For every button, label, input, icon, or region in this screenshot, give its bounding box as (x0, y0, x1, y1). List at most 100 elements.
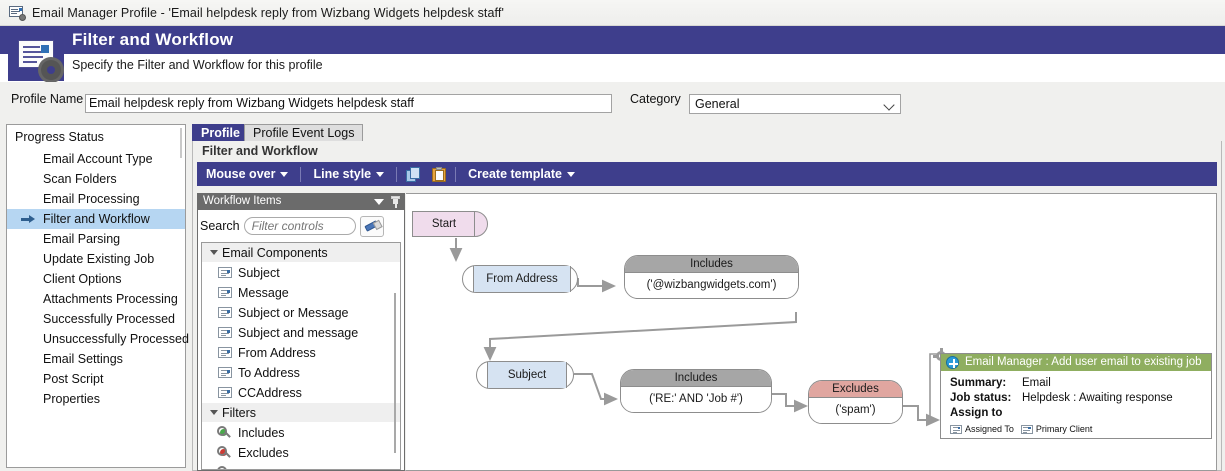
sidebar-item-label: Properties (43, 392, 100, 406)
sidebar-item-label: Attachments Processing (43, 292, 178, 306)
chevron-down-icon[interactable] (374, 198, 384, 205)
line-style-menu[interactable]: Line style (304, 162, 393, 186)
field-icon (218, 267, 232, 278)
add-icon (946, 356, 959, 369)
tree-item-label: Subject and message (238, 326, 359, 340)
pin-icon[interactable] (391, 195, 400, 208)
node-excludes-spam[interactable]: Excludes ('spam') (808, 380, 903, 424)
node-subject[interactable]: Subject (476, 361, 574, 389)
tree-group-email-components[interactable]: Email Components (202, 243, 400, 263)
node-from-address[interactable]: From Address (462, 265, 578, 293)
tree-item-subject[interactable]: Subject (202, 263, 400, 283)
node-action-email-manager[interactable]: Email Manager : Add user email to existi… (940, 353, 1212, 439)
magnifier-include-icon (217, 426, 232, 440)
tab-profile[interactable]: Profile (192, 124, 249, 142)
toolbar-separator (300, 166, 302, 182)
tree-item-label: Excludes (238, 446, 289, 460)
action-row-assign-to: Assign to (950, 406, 1211, 421)
tree-item-message[interactable]: Message (202, 283, 400, 303)
tree-group-label: Email Components (222, 246, 328, 260)
action-job-status-value: Helpdesk : Awaiting response (1022, 392, 1173, 404)
tree-item-partial[interactable] (202, 463, 400, 469)
workflow-search-row: Search (200, 214, 402, 238)
sidebar-item-post-script[interactable]: Post Script (7, 369, 185, 389)
sidebar-item-label: Email Settings (43, 352, 123, 366)
mouse-over-menu[interactable]: Mouse over (197, 162, 297, 186)
sidebar-item-label: Successfully Processed (43, 312, 176, 326)
sidebar-item-email-account-type[interactable]: Email Account Type (7, 149, 185, 169)
profile-name-input[interactable]: Email helpdesk reply from Wizbang Widget… (85, 94, 612, 113)
workflow-items-header: Workflow Items (197, 193, 405, 210)
page-subtitle: Specify the Filter and Workflow for this… (72, 58, 323, 72)
tree-group-label: Filters (222, 406, 257, 420)
tree-item-to-address[interactable]: To Address (202, 363, 400, 383)
tree-item-includes[interactable]: Includes (202, 423, 400, 443)
paste-button[interactable] (426, 162, 452, 186)
field-icon (218, 367, 232, 378)
chevron-down-icon (566, 171, 575, 177)
window-titlebar: Email Manager Profile - 'Email helpdesk … (0, 0, 1225, 26)
sidebar-item-label: Filter and Workflow (43, 212, 150, 226)
copy-icon (405, 166, 421, 182)
field-icon (218, 287, 232, 298)
sidebar-item-unsuccessfully-processed[interactable]: Unsuccessfully Processed (7, 329, 189, 349)
sidebar-item-label: Email Processing (43, 192, 140, 206)
page-header: Filter and Workflow Specify the Filter a… (0, 26, 1225, 82)
tree-item-ccaddress[interactable]: CCAddress (202, 383, 400, 403)
action-assign-chips: Assigned To Primary Client (950, 424, 1211, 434)
node-body: ('RE:' AND 'Job #') (621, 387, 771, 412)
sidebar-item-label: Email Parsing (43, 232, 121, 246)
sidebar-item-scan-folders[interactable]: Scan Folders (7, 169, 185, 189)
chip-primary-client[interactable]: Primary Client (1020, 424, 1092, 434)
sidebar-item-email-processing[interactable]: Email Processing (7, 189, 185, 209)
copy-button[interactable] (400, 162, 426, 186)
action-summary-key: Summary: (950, 377, 1007, 389)
tree-item-subject-or-message[interactable]: Subject or Message (202, 303, 400, 323)
action-row-summary: Summary: Email (950, 376, 1211, 391)
create-template-label: Create template (468, 167, 562, 181)
create-template-menu[interactable]: Create template (459, 162, 584, 186)
tree-item-subject-and-message[interactable]: Subject and message (202, 323, 400, 343)
sidebar-item-email-settings[interactable]: Email Settings (7, 349, 185, 369)
tab-profile-event-logs[interactable]: Profile Event Logs (244, 124, 364, 142)
tree-scrollbar[interactable] (394, 293, 398, 453)
sidebar-item-successfully-processed[interactable]: Successfully Processed (7, 309, 185, 329)
sidebar-item-client-options[interactable]: Client Options (7, 269, 185, 289)
chevron-down-icon (280, 171, 289, 177)
field-icon (218, 387, 232, 398)
progress-status-panel: Progress Status Email Account Type Scan … (6, 124, 189, 468)
sidebar-item-attachments-processing[interactable]: Attachments Processing (7, 289, 185, 309)
expand-triangle-icon (210, 250, 218, 255)
action-row-job-status: Job status: Helpdesk : Awaiting response (950, 391, 1211, 406)
category-select[interactable]: General (689, 94, 901, 114)
tree-group-filters[interactable]: Filters (202, 403, 400, 423)
workflow-items-tree[interactable]: Email Components Subject Message Subject… (201, 242, 401, 470)
sidebar-item-filter-and-workflow[interactable]: Filter and Workflow (7, 209, 185, 229)
action-job-status-key: Job status: (950, 392, 1012, 404)
progress-status-title: Progress Status (15, 130, 104, 144)
header-strip (0, 26, 1225, 54)
clear-filter-button[interactable] (359, 215, 384, 237)
node-includes-subject[interactable]: Includes ('RE:' AND 'Job #') (620, 369, 772, 413)
sidebar-item-label: Client Options (43, 272, 122, 286)
tree-item-label: Subject (238, 266, 280, 280)
sidebar-item-label: Email Account Type (43, 152, 153, 166)
node-action-header: Email Manager : Add user email to existi… (941, 354, 1211, 371)
sidebar-item-email-parsing[interactable]: Email Parsing (7, 229, 185, 249)
tree-item-label: CCAddress (238, 386, 302, 400)
sidebar-item-properties[interactable]: Properties (7, 389, 185, 409)
node-includes-from-address[interactable]: Includes ('@wizbangwidgets.com') (624, 255, 799, 299)
field-icon (950, 424, 962, 434)
workflow-canvas[interactable]: Start From Address Includes ('@wizbangwi… (406, 193, 1217, 471)
chip-assigned-to[interactable]: Assigned To (950, 424, 1014, 434)
tree-item-excludes[interactable]: Excludes (202, 443, 400, 463)
current-step-arrow-icon (21, 215, 35, 223)
node-start[interactable]: Start (412, 211, 488, 237)
chip-label: Assigned To (965, 424, 1014, 434)
tree-item-from-address[interactable]: From Address (202, 343, 400, 363)
sidebar-scrollbar[interactable] (179, 126, 184, 468)
node-header: Excludes (809, 381, 902, 398)
search-input[interactable] (243, 217, 356, 235)
sidebar-item-update-existing-job[interactable]: Update Existing Job (7, 249, 185, 269)
